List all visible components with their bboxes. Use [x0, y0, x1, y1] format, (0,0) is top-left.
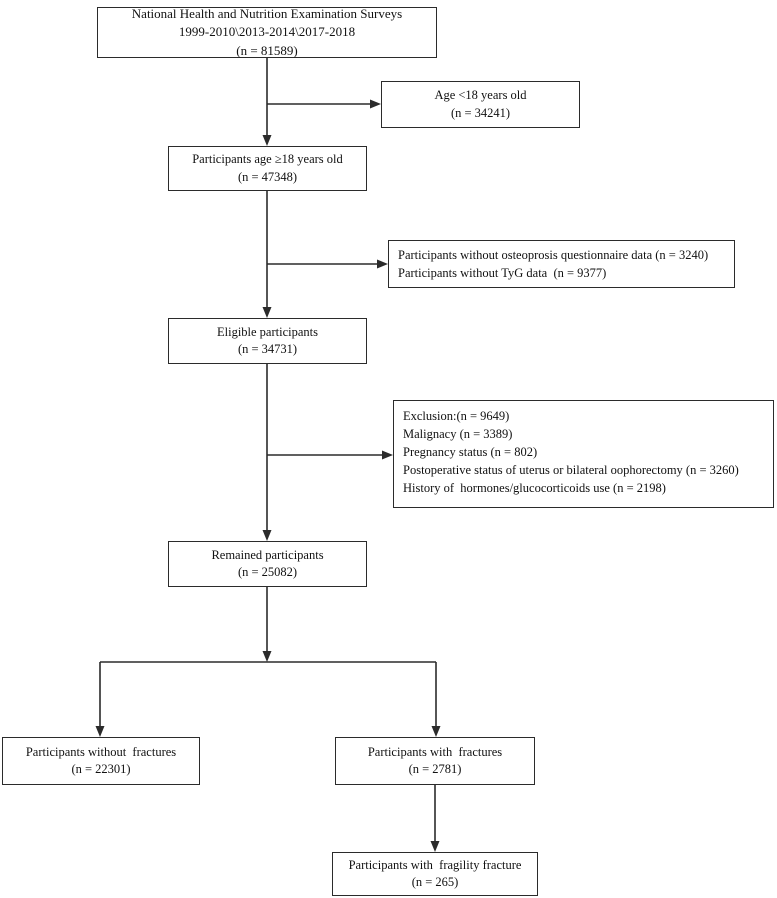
arrowhead-right-icon	[370, 99, 381, 109]
box-missing-data-line2: Participants without TyG data (n = 9377)	[398, 266, 607, 280]
box-fragility-fracture-label: Participants with fragility fracture	[348, 857, 522, 872]
box-missing-data: Participants without osteoprosis questio…	[388, 240, 735, 288]
box-with-fractures-count: (n = 2781)	[408, 762, 462, 776]
box-fragility-fracture: Participants with fragility fracture (n …	[332, 852, 538, 896]
box-age-over-18: Participants age ≥18 years old (n = 4734…	[168, 146, 367, 191]
box-exclusion-line5: History of hormones/glucocorticoids use …	[403, 481, 666, 495]
box-fragility-fracture-count: (n = 265)	[411, 875, 459, 889]
box-missing-data-line1: Participants without osteoprosis questio…	[398, 248, 709, 262]
box-nhanes-count: (n = 81589)	[236, 42, 298, 58]
arrowhead-down-icon	[430, 841, 440, 852]
arrowhead-down-icon	[262, 135, 272, 146]
box-exclusion-line2: Malignacy (n = 3389)	[403, 427, 513, 441]
box-exclusion: Exclusion:(n = 9649) Malignacy (n = 3389…	[393, 400, 774, 508]
arrowhead-right-icon	[377, 259, 388, 269]
box-age-under-18-count: (n = 34241)	[450, 105, 511, 120]
arrowhead-right-icon	[382, 450, 393, 460]
box-remained-label: Remained participants	[211, 547, 324, 562]
arrowhead-down-icon	[262, 307, 272, 318]
box-age-over-18-count: (n = 47348)	[237, 169, 298, 184]
box-exclusion-line4: Postoperative status of uterus or bilate…	[403, 463, 739, 477]
box-with-fractures-label: Participants with fractures	[367, 744, 503, 759]
box-nhanes: National Health and Nutrition Examinatio…	[97, 6, 437, 58]
arrowhead-down-icon	[262, 530, 272, 541]
arrowhead-down-icon	[431, 726, 441, 737]
box-without-fractures: Participants without fractures (n = 2230…	[2, 737, 200, 785]
box-eligible: Eligible participants (n = 34731)	[168, 318, 367, 364]
box-remained: Remained participants (n = 25082)	[168, 541, 367, 587]
arrowhead-down-icon	[95, 726, 105, 737]
arrowhead-down-icon	[262, 651, 272, 662]
box-age-over-18-label: Participants age ≥18 years old	[192, 152, 343, 166]
box-age-under-18: Age <18 years old (n = 34241)	[381, 81, 580, 128]
box-age-under-18-label: Age <18 years old	[434, 88, 527, 102]
box-exclusion-line1: Exclusion:(n = 9649)	[403, 409, 510, 423]
box-nhanes-line2: 1999-2010\2013-2014\2017-2018	[178, 24, 356, 40]
box-without-fractures-label: Participants without fractures	[25, 744, 177, 759]
box-without-fractures-count: (n = 22301)	[71, 762, 131, 776]
box-remained-count: (n = 25082)	[237, 565, 298, 579]
box-eligible-label: Eligible participants	[216, 324, 318, 339]
box-eligible-count: (n = 34731)	[237, 342, 298, 356]
box-with-fractures: Participants with fractures (n = 2781)	[335, 737, 535, 785]
box-nhanes-line1: National Health and Nutrition Examinatio…	[131, 6, 403, 22]
box-exclusion-line3: Pregnancy status (n = 802)	[403, 445, 538, 459]
